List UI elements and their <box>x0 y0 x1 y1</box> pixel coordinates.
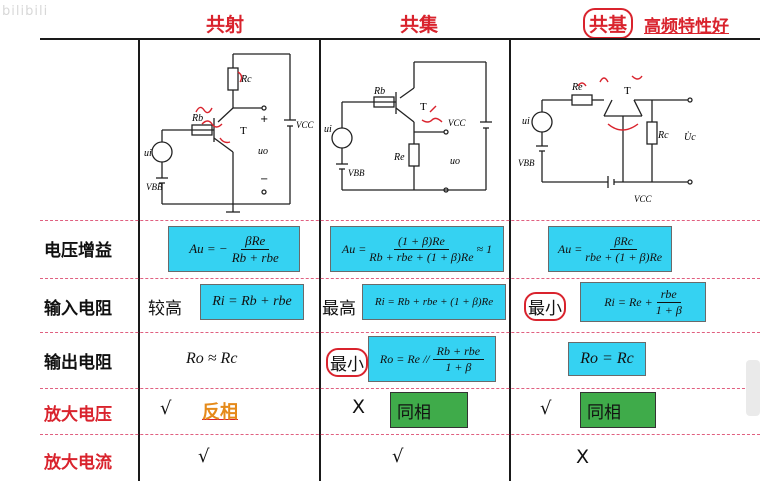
gain-cb-lhs: Au = <box>557 241 583 256</box>
table-top-rule <box>40 38 760 40</box>
label-ui: ui <box>522 116 530 127</box>
row-divider <box>40 220 760 221</box>
volt-amp-mark-cc: X <box>352 396 366 418</box>
rin-level-cc: 最高 <box>322 299 356 319</box>
row-label-rout: 输出电阻 <box>44 353 112 373</box>
gain-formula-cb: Au = βRc rbe + (1 + β)Re <box>548 226 672 272</box>
column-divider <box>509 38 511 481</box>
scroll-handle[interactable] <box>746 360 760 416</box>
label-t: T <box>624 85 631 97</box>
row-divider <box>40 332 760 333</box>
rin-level-cb: 最小 <box>524 292 566 321</box>
volt-amp-phase-cb: 同相 <box>580 392 656 428</box>
circuit-common-base: Re T ui VBB VCC Rc U̇c <box>518 75 696 204</box>
gain-cc-num: (1 + β)Re <box>394 234 449 250</box>
label-rb: Rb <box>191 113 203 124</box>
volt-amp-mark-cb: √ <box>540 398 552 419</box>
label-rb: Rb <box>373 86 385 97</box>
curr-amp-mark-cb: X <box>576 446 590 468</box>
label-vbb: VBB <box>348 168 365 178</box>
label-ui: ui <box>324 124 332 135</box>
label-vbb: VBB <box>146 182 163 192</box>
gain-cc-den: Rb + rbe + (1 + β)Re <box>369 249 474 264</box>
gain-cc-lhs: Au = <box>341 241 367 256</box>
label-uo: uo <box>450 156 460 167</box>
circuit-common-collector: Rb T ui VBB VCC Re uo <box>324 61 492 193</box>
label-ui: ui <box>144 148 152 159</box>
rout-formula-cb: Ro = Rc <box>568 342 646 376</box>
curr-amp-mark-ce: √ <box>198 446 210 467</box>
gain-ce-fraction: βRe Rb + rbe <box>232 233 279 266</box>
gain-formula-cc: Au = (1 + β)Re Rb + rbe + (1 + β)Re ≈ 1 <box>330 226 504 272</box>
row-divider <box>40 434 760 435</box>
gain-ce-den: Rb + rbe <box>231 249 279 265</box>
header-common-collector: 共集 <box>400 14 439 36</box>
label-vcc: VCC <box>448 118 467 128</box>
curr-amp-mark-cc: √ <box>392 446 404 467</box>
label-vcc: VCC <box>634 194 653 204</box>
label-vcc: VCC <box>296 120 315 130</box>
label-plus: + <box>260 114 268 125</box>
label-re: Re <box>571 82 583 93</box>
label-rc: Rc <box>240 74 252 85</box>
label-uo: uo <box>258 146 268 157</box>
rout-cc-fraction: Rb + rbe 1 + β <box>432 344 485 375</box>
header-common-base: 共基 <box>583 8 634 39</box>
row-divider <box>40 388 760 389</box>
gain-ce-lhs: Au = − <box>189 241 228 256</box>
label-uc: U̇c <box>684 131 696 143</box>
rin-formula-cb: Ri = Re + rbe 1 + β <box>580 282 706 322</box>
row-divider <box>40 278 760 279</box>
rin-cb-den: 1 + β <box>655 302 682 317</box>
rout-formula-cc: Ro = Re // Rb + rbe 1 + β <box>368 336 496 382</box>
gain-cc-tail: ≈ 1 <box>476 241 493 256</box>
label-rc: Rc <box>657 130 669 141</box>
label-t: T <box>240 125 247 137</box>
watermark: bilibili <box>2 4 49 19</box>
row-label-rin: 输入电阻 <box>44 299 112 319</box>
header-common-emitter: 共射 <box>206 14 245 36</box>
rin-level-ce: 较高 <box>148 299 182 319</box>
rout-formula-ce: Ro ≈ Rc <box>186 350 238 367</box>
row-label-gain: 电压增益 <box>44 241 112 261</box>
gain-cb-num: βRc <box>610 234 638 250</box>
rin-cb-fraction: rbe 1 + β <box>656 287 682 318</box>
rout-cc-den: 1 + β <box>445 359 472 374</box>
column-divider <box>319 38 321 481</box>
volt-amp-mark-ce: √ <box>160 398 172 419</box>
gain-cc-fraction: (1 + β)Re Rb + rbe + (1 + β)Re <box>369 234 473 265</box>
rout-cc-num: Rb + rbe <box>432 344 485 360</box>
rin-formula-cc: Ri = Rb + rbe + (1 + β)Re <box>362 284 506 320</box>
volt-amp-phase-cc: 同相 <box>390 392 468 428</box>
circuit-common-emitter: Rc Rb T ui VBB VCC uo + − <box>144 53 315 213</box>
gain-ce-num: βRe <box>241 233 270 250</box>
row-label-current-amp: 放大电流 <box>44 453 112 473</box>
label-vbb: VBB <box>518 158 535 168</box>
row-label-voltage-amp: 放大电压 <box>44 405 112 425</box>
column-divider <box>138 38 140 481</box>
label-t: T <box>420 101 427 113</box>
volt-amp-phase-ce: 反相 <box>202 402 238 423</box>
rout-level-cc: 最小 <box>326 348 368 377</box>
header-cb-note: 高频特性好 <box>644 17 729 37</box>
gain-formula-ce: Au = − βRe Rb + rbe <box>168 226 300 272</box>
comparison-table: 电压增益 输入电阻 输出电阻 放大电压 放大电流 <box>40 38 760 481</box>
gain-cb-fraction: βRc rbe + (1 + β)Re <box>585 234 662 265</box>
label-minus: − <box>260 174 268 185</box>
rout-cc-lhs: Ro = Re // <box>379 351 430 366</box>
label-re: Re <box>393 152 405 163</box>
rin-cb-num: rbe <box>656 287 681 303</box>
rin-formula-ce: Ri = Rb + rbe <box>200 284 304 320</box>
gain-cb-den: rbe + (1 + β)Re <box>585 249 663 264</box>
rin-cb-lhs: Ri = Re + <box>604 294 653 309</box>
